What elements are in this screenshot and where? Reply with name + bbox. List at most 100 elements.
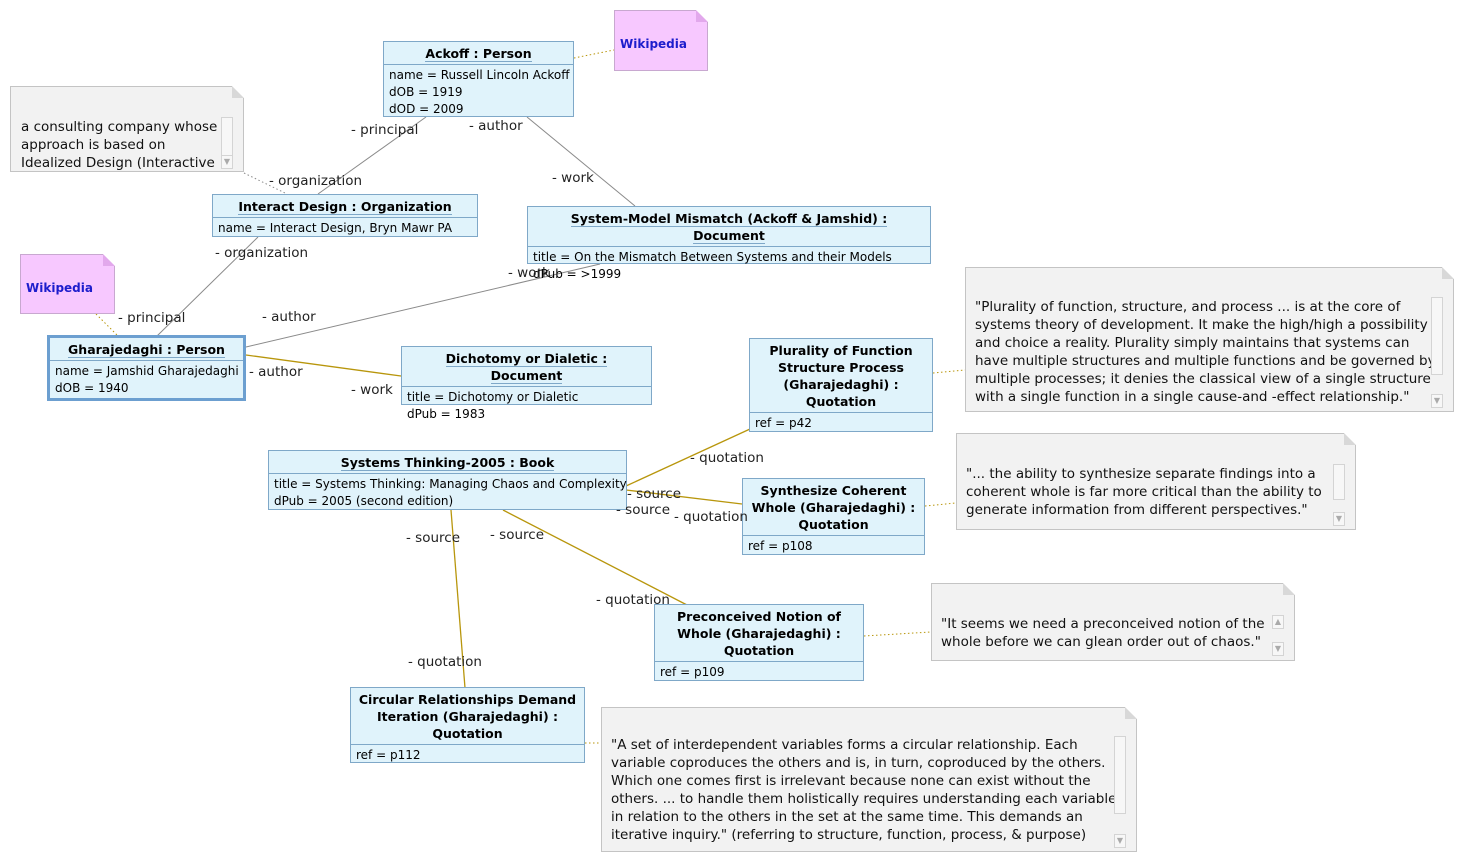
object-title: Ackoff : Person: [425, 46, 532, 62]
object-title-line: Circular Relationships Demand: [358, 692, 577, 707]
attribute: title = Dichotomy or Dialetic: [407, 390, 579, 404]
object-attributes: ref = p109: [655, 661, 863, 684]
role-label-work: - work: [508, 265, 550, 281]
role-label-source: - source: [616, 502, 670, 518]
note-circular[interactable]: "A set of interdependent variables forms…: [601, 707, 1137, 852]
attribute: ref = p108: [748, 539, 813, 553]
note-line: variable coproduces the others and is, i…: [611, 755, 1106, 771]
object-header: Preconceived Notion of Whole (Gharajedag…: [655, 605, 863, 661]
wikipedia-link[interactable]: Wikipedia: [26, 281, 93, 295]
object-title: System-Model Mismatch (Ackoff & Jamshid)…: [570, 211, 888, 244]
note-plurality[interactable]: "Plurality of function, structure, and p…: [965, 267, 1454, 412]
note-interact-design[interactable]: a consulting company whose approach is b…: [10, 86, 244, 172]
scroll-down-icon[interactable]: ▼: [1333, 512, 1345, 526]
object-title-line: Iteration (Gharajedaghi) :: [376, 709, 559, 724]
note-line: and choice a reality. Plurality simply m…: [975, 335, 1410, 351]
note-preconceived[interactable]: "It seems we need a preconceived notion …: [931, 583, 1295, 661]
object-title: Gharajedaghi : Person: [68, 342, 225, 358]
note-scrollbar[interactable]: [1431, 297, 1443, 375]
scroll-down-icon[interactable]: ▼: [1431, 394, 1443, 408]
object-header: Interact Design : Organization: [213, 195, 477, 217]
role-label-quotation: - quotation: [674, 509, 748, 525]
scroll-down-icon[interactable]: ▼: [1114, 834, 1126, 848]
object-title-line: Preconceived Notion of: [677, 609, 841, 624]
role-label-organization: - organization: [215, 245, 309, 261]
role-label-quotation: - quotation: [408, 654, 482, 670]
role-label-work: - work: [351, 382, 393, 398]
object-attributes: name = Interact Design, Bryn Mawr PA: [213, 217, 477, 240]
object-title-line: Structure Process: [777, 360, 904, 375]
attribute: dPub = >1999: [533, 267, 622, 281]
object-header: System-Model Mismatch (Ackoff & Jamshid)…: [528, 207, 930, 246]
attribute: dOD = 2009: [389, 102, 464, 116]
scroll-down-icon[interactable]: ▼: [1272, 642, 1284, 656]
object-systems-thinking-book[interactable]: Systems Thinking-2005 : Book title = Sys…: [268, 450, 627, 510]
object-synthesize-quotation[interactable]: Synthesize Coherent Whole (Gharajedaghi)…: [742, 478, 925, 555]
note-text: "Plurality of function, structure, and p…: [975, 298, 1436, 406]
role-label-principal: - principal: [118, 310, 186, 326]
note-synthesize[interactable]: "... the ability to synthesize separate …: [956, 433, 1356, 530]
object-plurality-quotation[interactable]: Plurality of Function Structure Process …: [749, 338, 933, 432]
note-line: a consulting company whose: [21, 119, 218, 135]
anchor-wiki-gharajedaghi: [95, 313, 119, 337]
role-label-author: - author: [469, 118, 523, 134]
wikipedia-note-gharajedaghi[interactable]: Wikipedia: [20, 254, 115, 314]
object-attributes: title = On the Mismatch Between Systems …: [528, 246, 930, 286]
object-ackoff-person[interactable]: Ackoff : Person name = Russell Lincoln A…: [383, 41, 574, 117]
object-title: Systems Thinking-2005 : Book: [340, 455, 555, 471]
object-title-line: (Gharajedaghi) :: [783, 377, 899, 392]
object-title-line: Synthesize Coherent: [760, 483, 907, 498]
scroll-up-icon[interactable]: ▲: [1272, 615, 1284, 629]
role-label-author: - author: [262, 309, 316, 325]
note-scrollbar[interactable]: [1333, 464, 1345, 500]
role-label-source: - source: [406, 530, 460, 546]
attribute: dPub = 2005 (second edition): [274, 494, 454, 508]
note-scrollbar[interactable]: [1114, 736, 1126, 814]
object-header: Plurality of Function Structure Process …: [750, 339, 932, 412]
note-line: others. ... to handle them holistically …: [611, 791, 1117, 807]
object-circular-quotation[interactable]: Circular Relationships Demand Iteration …: [350, 687, 585, 763]
object-gharajedaghi-person[interactable]: Gharajedaghi : Person name = Jamshid Gha…: [47, 335, 246, 401]
object-preconceived-quotation[interactable]: Preconceived Notion of Whole (Gharajedag…: [654, 604, 864, 681]
object-interact-design[interactable]: Interact Design : Organization name = In…: [212, 194, 478, 237]
link-ackoff-mismatch: [526, 116, 636, 207]
wikipedia-link[interactable]: Wikipedia: [620, 37, 687, 51]
note-fold-corner: [103, 254, 115, 266]
anchor-note-preconceived: [863, 631, 932, 637]
anchor-note-plurality: [932, 369, 966, 374]
note-line: Idealized Design (Interactive: [21, 155, 215, 171]
role-label-quotation: - quotation: [596, 592, 670, 608]
role-label-source: - source: [627, 486, 681, 502]
attribute: ref = p42: [755, 416, 812, 430]
attribute: dPub = 1983: [407, 407, 486, 421]
note-line: generate information from different pers…: [966, 502, 1308, 518]
scroll-down-icon[interactable]: ▼: [221, 155, 233, 169]
object-title: Interact Design : Organization: [238, 199, 452, 215]
object-attributes: ref = p108: [743, 535, 924, 558]
object-attributes: title = Systems Thinking: Managing Chaos…: [269, 473, 627, 513]
object-system-model-mismatch[interactable]: System-Model Mismatch (Ackoff & Jamshid)…: [527, 206, 931, 281]
link-mismatch-gharajedaghi: [245, 263, 601, 348]
note-text: "It seems we need a preconceived notion …: [941, 615, 1265, 651]
note-fold-corner: [1283, 583, 1295, 595]
object-title: Dichotomy or Dialetic : Document: [445, 351, 608, 384]
wikipedia-note-ackoff[interactable]: Wikipedia: [614, 10, 708, 71]
link-book-plurality: [625, 428, 751, 487]
object-attributes: name = Russell Lincoln Ackoff dOB = 1919…: [384, 64, 573, 121]
attribute: title = On the Mismatch Between Systems …: [533, 250, 892, 264]
note-line: coherent whole is far more critical than…: [966, 484, 1322, 500]
object-title-line: Whole (Gharajedaghi) :: [751, 500, 916, 515]
note-scrollbar[interactable]: [221, 117, 233, 159]
object-dichotomy-document[interactable]: Dichotomy or Dialetic : Document title =…: [401, 346, 652, 421]
note-fold-corner: [696, 10, 708, 22]
anchor-note-synthesize: [924, 502, 957, 507]
note-line: whole before we can glean order out of c…: [941, 634, 1261, 650]
object-title-line: Quotation: [805, 394, 877, 409]
attribute: dOB = 1940: [55, 381, 129, 395]
note-line: "... the ability to synthesize separate …: [966, 466, 1316, 482]
object-title-line: Quotation: [798, 517, 869, 532]
object-attributes: title = Dichotomy or Dialetic dPub = 198…: [402, 386, 651, 426]
object-header: Dichotomy or Dialetic : Document: [402, 347, 651, 386]
role-label-work: - work: [552, 170, 594, 186]
